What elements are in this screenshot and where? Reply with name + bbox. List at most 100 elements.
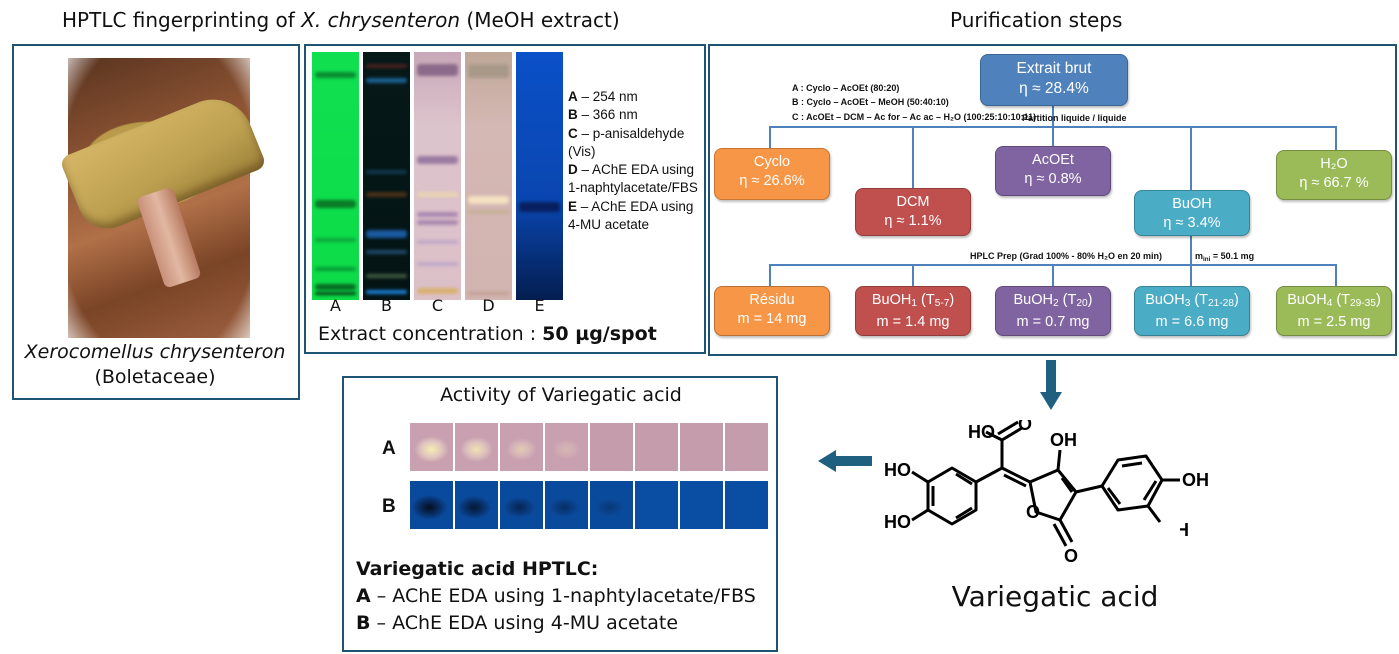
- atom-o-acid: O: [1018, 420, 1032, 434]
- tlc-band: [366, 64, 407, 68]
- arrow-left-icon: [818, 450, 872, 472]
- tlc-band: [417, 240, 458, 244]
- purification-title: Purification steps: [950, 8, 1123, 32]
- activity-spot-b: [590, 481, 633, 529]
- tlc-plate-label: B: [381, 296, 392, 315]
- row-label-a: A: [382, 438, 396, 459]
- arrow-down-icon: [1040, 360, 1062, 410]
- activity-spot-a: [455, 423, 498, 471]
- activity-spot-b: [410, 481, 453, 529]
- tlc-plate-label: D: [482, 296, 495, 315]
- node-mass: m = 0.7 mg: [1016, 314, 1090, 330]
- activity-legend-header: Variegatic acid HPTLC:: [356, 558, 599, 580]
- node-mass: m = 6.6 mg: [1155, 314, 1229, 330]
- tlc-legend-item: E – AChE EDA using 4-MU acetate: [568, 198, 694, 233]
- atom-o-keto: O: [1064, 546, 1078, 566]
- tlc-band: [417, 192, 458, 197]
- node-name: BuOH4 (T29-35): [1287, 292, 1381, 309]
- activity-legend: Variegatic acid HPTLC: A – AChE EDA usin…: [356, 556, 756, 637]
- node-name: BuOH1 (T5-7): [871, 292, 955, 309]
- tlc-band: [315, 267, 356, 271]
- activity-spot-a: [680, 423, 723, 471]
- activity-spot-a: [545, 423, 588, 471]
- activity-spot-a: [500, 423, 543, 471]
- connector: [1190, 126, 1192, 190]
- tlc-band: [417, 64, 458, 76]
- node-subfraction: BuOH1 (T5-7)m = 1.4 mg: [855, 286, 971, 336]
- tlc-plate-d: [465, 52, 512, 300]
- tlc-legend: A – 254 nm B – 366 nm C – p-anisaldehyde…: [568, 88, 708, 234]
- connector: [1190, 264, 1192, 286]
- tlc-band: [366, 250, 407, 254]
- tlc-band: [366, 274, 407, 278]
- tlc-band: [366, 170, 407, 174]
- tlc-legend-item: C – p-anisaldehyde (Vis): [568, 125, 685, 159]
- node-mass: m = 14 mg: [737, 311, 807, 327]
- tlc-band: [366, 192, 407, 197]
- tlc-band: [468, 64, 509, 78]
- connector: [1052, 106, 1054, 128]
- atom-oh-right1: OH: [1182, 470, 1209, 490]
- species-name: Xerocomellus chrysenteron: [24, 341, 286, 363]
- tlc-plate-a: [312, 52, 359, 300]
- tlc-band: [366, 78, 407, 83]
- tlc-band: [315, 72, 356, 78]
- tlc-band: [468, 210, 509, 214]
- connector: [769, 126, 771, 148]
- tlc-band: [417, 288, 458, 294]
- tlc-band: [468, 292, 509, 295]
- hplc-label: HPLC Prep (Grad 100% - 80% H₂O en 20 min…: [970, 251, 1163, 261]
- tlc-band: [315, 284, 356, 290]
- tlc-plate-label: E: [534, 296, 545, 315]
- atom-oh-top: OH: [1050, 430, 1077, 450]
- activity-spot-b: [545, 481, 588, 529]
- initial-mass: mini = 50.1 mg: [1195, 251, 1255, 263]
- activity-spot-a: [590, 423, 633, 471]
- node-yield: η ≈ 28.4%: [1019, 80, 1089, 97]
- molecule-name: Variegatic acid: [951, 580, 1159, 613]
- species-family: (Boletaceae): [94, 366, 216, 388]
- tlc-band: [519, 202, 560, 212]
- atom-ho-acid: HO: [968, 422, 995, 442]
- tlc-band: [315, 292, 356, 295]
- node-name: BuOH2 (T20): [1013, 292, 1093, 309]
- node-subfraction: BuOH4 (T29-35) m = 2.5 mg: [1276, 286, 1392, 336]
- connector: [1052, 126, 1054, 146]
- solvent-b: B : Cyclo – AcOEt – MeOH (50:40:10): [792, 97, 949, 107]
- tlc-band: [315, 200, 356, 208]
- variegatic-acid-structure: HO O OH HO HO O O: [884, 420, 1180, 566]
- atom-oh-right2: OH: [1180, 520, 1189, 540]
- activity-spot-b: [455, 481, 498, 529]
- tlc-band: [417, 212, 458, 217]
- atom-ho-left1: HO: [884, 460, 911, 480]
- activity-legend-item: A – AChE EDA using 1-naphtylacetate/FBS: [356, 585, 756, 607]
- activity-spot-a: [410, 423, 453, 471]
- tlc-legend-item: D – AChE EDA using 1-naphtylacetate/FBS: [568, 162, 698, 196]
- activity-legend-item: B – AChE EDA using 4-MU acetate: [356, 612, 679, 634]
- connector: [769, 264, 771, 286]
- species-caption: Xerocomellus chrysenteron (Boletaceae): [12, 340, 298, 390]
- tlc-band: [417, 220, 458, 225]
- activity-spot-b: [680, 481, 723, 529]
- node-name: Extrait brut: [1016, 60, 1092, 77]
- connector: [1335, 126, 1337, 150]
- tlc-plate-e: [516, 52, 563, 300]
- tlc-band: [366, 290, 407, 294]
- connector: [912, 264, 914, 286]
- node-extrait-brut: Extrait brut η ≈ 28.4%: [980, 54, 1128, 106]
- activity-spot-b: [500, 481, 543, 529]
- node-subfraction: Résidu m = 14 mg: [714, 286, 830, 336]
- tlc-legend-item: B – 366 nm: [568, 107, 638, 123]
- connector: [1052, 264, 1054, 286]
- node-name: BuOH3 (T21-28): [1145, 292, 1239, 309]
- node-mass: m = 2.5 mg: [1297, 314, 1371, 330]
- node-name: Résidu: [749, 292, 795, 308]
- left-benzene-ring: [926, 466, 978, 526]
- tlc-band: [315, 238, 356, 242]
- node-subfraction: BuOH3 (T21-28) m = 6.6 mg: [1134, 286, 1250, 336]
- connector: [1190, 236, 1192, 264]
